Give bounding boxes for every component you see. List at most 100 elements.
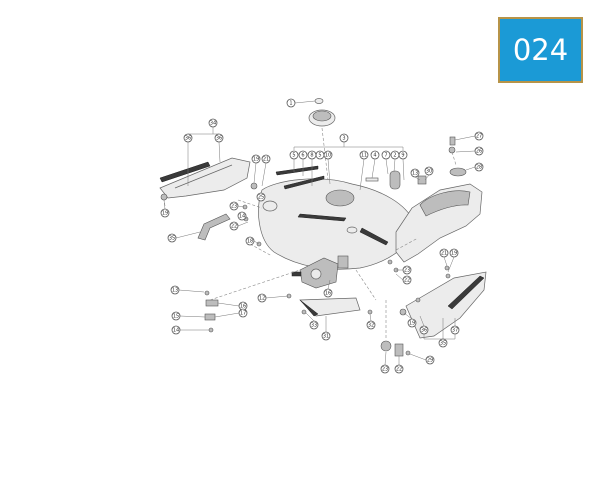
callout-circle (289, 150, 299, 160)
callout-number: 25 (258, 194, 264, 200)
callout-circle (419, 325, 429, 335)
callout-29: 29 (425, 355, 435, 365)
callout-number: 26 (476, 148, 482, 154)
fuel-cap (308, 98, 336, 127)
callout-number: 36 (185, 135, 191, 141)
callout-4: 4 (370, 150, 380, 160)
callout-number: 3 (342, 135, 345, 141)
callout-number: 17 (240, 310, 246, 316)
callout-22: 22 (394, 364, 404, 374)
callout-circle (171, 325, 181, 335)
callout-number: 7 (384, 152, 387, 158)
callout-36: 36 (214, 133, 224, 143)
callout-number: 21 (441, 250, 447, 256)
callout-26: 26 (474, 146, 484, 156)
callout-5: 5 (315, 150, 325, 160)
callout-number: 12 (259, 295, 265, 301)
left-side-panel (159, 157, 251, 201)
callout-number: 14 (173, 327, 179, 333)
callout-number: 8 (310, 152, 313, 158)
callout-number: 2 (393, 152, 396, 158)
callout-circle (438, 338, 448, 348)
callout-circle (474, 131, 484, 141)
callout-circle (366, 320, 376, 330)
callout-circle (309, 320, 319, 330)
callout-number: 35 (169, 235, 175, 241)
callout-36: 36 (419, 325, 429, 335)
callout-number: 1 (289, 100, 292, 106)
callout-number: 11 (361, 152, 367, 158)
callout-circle (407, 318, 417, 328)
callout-number: 21 (263, 156, 269, 162)
callout-circle (298, 150, 308, 160)
callout-19: 19 (251, 154, 261, 164)
callout-5: 5 (289, 150, 299, 160)
callout-circle (323, 150, 333, 160)
callout-34: 34 (208, 118, 218, 128)
callout-number: 30 (426, 168, 432, 174)
callout-number: 28 (476, 164, 482, 170)
callout-circle (380, 364, 390, 374)
callout-number: 36 (421, 327, 427, 333)
callout-28: 28 (474, 162, 484, 172)
callout-7: 7 (381, 150, 391, 160)
callout-number: 23 (382, 366, 388, 372)
callout-circle (394, 364, 404, 374)
callout-number: 16 (325, 290, 331, 296)
callout-number: 13 (172, 287, 178, 293)
callout-23: 23 (380, 364, 390, 374)
callout-19: 19 (407, 318, 417, 328)
callout-number: 23 (404, 267, 410, 273)
callout-6: 6 (298, 150, 308, 160)
callout-circle (251, 154, 261, 164)
callout-number: 29 (427, 357, 433, 363)
callout-number: 19 (409, 320, 415, 326)
callout-circle (323, 288, 333, 298)
callout-circle (402, 265, 412, 275)
callout-16: 16 (323, 288, 333, 298)
callout-circle (237, 211, 247, 221)
callout-36: 36 (183, 133, 193, 143)
callout-35: 35 (438, 338, 448, 348)
callout-circle (214, 133, 224, 143)
callout-number: 19 (451, 250, 457, 256)
callout-number: 32 (368, 322, 374, 328)
callout-circle (245, 236, 255, 246)
callout-circle (170, 285, 180, 295)
callout-37: 37 (450, 325, 460, 335)
callout-number: 4 (373, 152, 376, 158)
lower-left-bracket (197, 213, 231, 241)
callout-number: 35 (440, 340, 446, 346)
callout-circle (402, 275, 412, 285)
callout-13: 13 (170, 285, 180, 295)
callout-number: 36 (216, 135, 222, 141)
fuel-tank (395, 167, 483, 263)
callout-circle (474, 162, 484, 172)
callout-number: 31 (323, 333, 329, 339)
callout-3: 3 (339, 133, 349, 143)
callout-number: 10 (325, 152, 331, 158)
callout-18: 18 (245, 236, 255, 246)
callout-number: 23 (231, 203, 237, 209)
page-number-badge: 024 (498, 17, 583, 83)
callout-circle (474, 146, 484, 156)
callout-19: 19 (160, 208, 170, 218)
callout-9: 9 (398, 150, 408, 160)
callout-circle (229, 221, 239, 231)
callout-number: 14 (239, 213, 245, 219)
callout-number: 5 (318, 152, 321, 158)
callout-number: 37 (452, 327, 458, 333)
callout-32: 32 (366, 320, 376, 330)
callout-12: 12 (257, 293, 267, 303)
callout-number: 15 (173, 313, 179, 319)
callout-circle (171, 311, 181, 321)
callout-circle (359, 150, 369, 160)
callout-circle (424, 166, 434, 176)
callout-35: 35 (167, 233, 177, 243)
callout-27: 27 (474, 131, 484, 141)
callout-25: 25 (256, 192, 266, 202)
callout-circle (450, 325, 460, 335)
callout-19: 19 (449, 248, 459, 258)
callout-22: 22 (402, 275, 412, 285)
callout-17: 17 (238, 308, 248, 318)
